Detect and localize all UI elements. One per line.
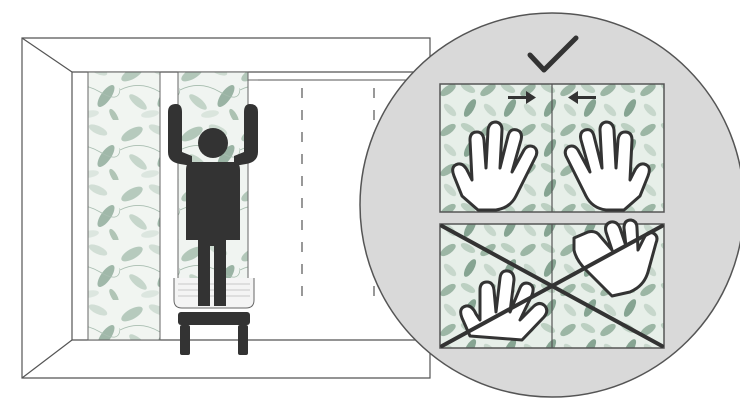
room-floor-edge-left [22,340,72,378]
stool-icon [178,312,250,355]
correct-method-panel [440,84,664,212]
incorrect-method-panel [440,220,664,348]
room-ceiling-edge-left [22,38,72,72]
wallpaper-strip-left [88,72,160,340]
